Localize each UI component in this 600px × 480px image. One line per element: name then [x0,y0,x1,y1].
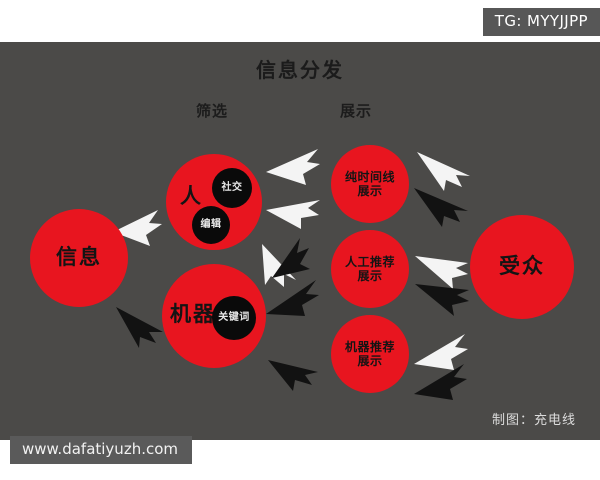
column-label-filter: 筛选 [196,102,229,120]
node-manual-recommendation-display[interactable]: 人工推荐 展示 [331,230,409,308]
node-information[interactable]: 信息 [30,209,128,307]
site-watermark: www.dafatiyuzh.com [10,436,192,464]
node-machine[interactable]: 机器 关键词 [162,264,266,368]
arrow-machine-to-autorec [268,360,318,391]
arrow-timeline-to-audience-white [417,152,470,191]
node-timeline-text: 纯时间线 展示 [345,170,395,199]
credit-text: 制图：充电线 [491,413,576,428]
arrow-manual-to-audience-black [415,284,469,316]
node-audience[interactable]: 受众 [470,215,574,319]
arrow-machine-to-timeline [272,238,310,278]
arrow-machine-to-manual [266,280,319,316]
arrow-autorec-to-audience-white [414,334,468,370]
arrow-human-to-autorec [262,244,296,287]
node-machine-label: 机器 [170,302,216,326]
node-manual-line2: 展示 [357,269,383,283]
node-autorec-line2: 展示 [357,354,383,368]
node-human[interactable]: 人 社交 编辑 [166,154,262,250]
node-human-label: 人 [180,184,203,208]
telegram-handle-badge: TG: MYYJJPP [482,8,600,36]
subnode-keyword[interactable]: 关键词 [212,296,256,340]
arrow-timeline-to-audience-black [414,188,468,227]
arrow-human-to-timeline [266,149,320,185]
node-manual-text: 人工推荐 展示 [345,255,395,284]
node-manual-line1: 人工推荐 [344,254,395,269]
arrow-human-to-manual [266,200,320,229]
subnode-editorial[interactable]: 编辑 [192,206,230,244]
node-autorec-line1: 机器推荐 [344,339,395,354]
arrow-autorec-to-audience-black [414,364,467,400]
node-machine-recommendation-display[interactable]: 机器推荐 展示 [331,315,409,393]
node-autorec-text: 机器推荐 展示 [345,340,395,369]
arrow-info-to-machine [116,307,163,348]
arrow-manual-to-audience-white [415,256,468,289]
subnode-social[interactable]: 社交 [212,168,252,208]
node-timeline-display[interactable]: 纯时间线 展示 [331,145,409,223]
node-timeline-line2: 展示 [357,184,383,198]
top-white-strip: TG: MYYJJPP [0,0,600,42]
column-label-display: 展示 [340,102,373,120]
node-timeline-line1: 纯时间线 [344,169,395,184]
diagram-title: 信息分发 [256,58,344,82]
diagram-canvas: 信息分发 筛选 展示 [0,42,600,440]
